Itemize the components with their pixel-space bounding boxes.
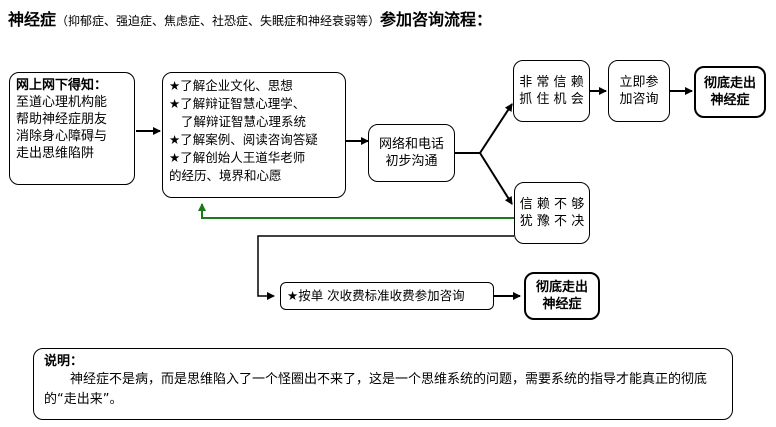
box-out-bottom-line: 神经症 bbox=[542, 297, 582, 312]
box-learn-line: ★了解案例、阅读咨询答疑 bbox=[169, 132, 318, 147]
box-learn-line: ★了解辩证智慧心理学、 bbox=[169, 96, 306, 111]
box-online-awareness: 网上网下得知： 至道心理机构能 帮助神经症朋友 消除身心障碍与 走出思维陷阱 bbox=[9, 72, 135, 185]
title-main-prefix: 神经症 bbox=[8, 10, 57, 29]
box-learn-line: 了解辩证智慧心理系统 bbox=[181, 114, 307, 129]
feedback-arrow bbox=[198, 203, 514, 219]
title-subtitle: （抑郁症、强迫症、焦虑症、社恐症、失眠症和神经衰弱等） bbox=[56, 14, 381, 28]
box-trust-line: 非 常 信 赖 bbox=[519, 75, 584, 90]
box-out-bottom-line: 彻底走出 bbox=[535, 280, 588, 295]
box-recovered-top: 彻底走出 神经症 bbox=[694, 66, 766, 118]
box-out-top-line: 神经症 bbox=[710, 93, 750, 108]
box-learn-line: 的经历、境界和心愿 bbox=[169, 168, 282, 183]
box-hesitant: 信 赖 不 够 犹 豫 不 决 bbox=[514, 182, 590, 244]
box-pay-text: ★按单 次收费标准收费参加咨询 bbox=[287, 288, 465, 303]
box-online-line: 走出思维陷阱 bbox=[16, 146, 95, 161]
note-text: 神经症不是病，而是思维陷入了一个怪圈出不来了，这是一个思维系统的问题，需要系统的… bbox=[44, 372, 708, 407]
box-online-line: 帮助神经症朋友 bbox=[16, 112, 108, 127]
box-out-top-line: 彻底走出 bbox=[703, 76, 756, 91]
box-trust-line: 抓 住 机 会 bbox=[519, 92, 584, 107]
box-high-trust: 非 常 信 赖 抓 住 机 会 bbox=[513, 60, 590, 122]
box-pay-per-session: ★按单 次收费标准收费参加咨询 bbox=[280, 282, 494, 310]
box-learn-line: ★了解企业文化、思想 bbox=[169, 78, 293, 93]
box-online-heading: 网上网下得知： bbox=[16, 78, 108, 93]
box-recovered-bottom: 彻底走出 神经症 bbox=[524, 272, 600, 320]
box-hesitate-line: 信 赖 不 够 bbox=[519, 197, 585, 212]
box-network-line: 初步沟通 bbox=[385, 154, 438, 169]
box-network-line: 网络和电话 bbox=[378, 137, 444, 152]
note-box: 说明： 神经症不是病，而是思维陷入了一个怪圈出不来了，这是一个思维系统的问题，需… bbox=[33, 348, 733, 420]
arrow-branch-up bbox=[479, 103, 513, 154]
note-heading: 说明： bbox=[44, 354, 84, 369]
box-learn-about: ★了解企业文化、思想 ★了解辩证智慧心理学、 了解辩证智慧心理系统 ★了解案例、… bbox=[162, 72, 346, 198]
box-learn-line: ★了解创始人王道华老师 bbox=[169, 150, 306, 165]
bracket-line bbox=[257, 235, 514, 300]
box-join-line: 加咨询 bbox=[619, 92, 659, 107]
box-network-phone: 网络和电话 初步沟通 bbox=[368, 124, 455, 182]
box-online-line: 至道心理机构能 bbox=[16, 95, 108, 110]
box-hesitate-line: 犹 豫 不 决 bbox=[519, 214, 585, 229]
box-join-now: 立即参 加咨询 bbox=[608, 60, 670, 122]
box-online-line: 消除身心障碍与 bbox=[16, 129, 108, 144]
page-title: 神经症（抑郁症、强迫症、焦虑症、社恐症、失眠症和神经衰弱等）参加咨询流程： bbox=[8, 6, 492, 30]
box-join-line: 立即参 bbox=[619, 75, 659, 90]
title-main-suffix: 参加咨询流程： bbox=[380, 10, 493, 29]
arrow-branch-down bbox=[479, 152, 513, 205]
